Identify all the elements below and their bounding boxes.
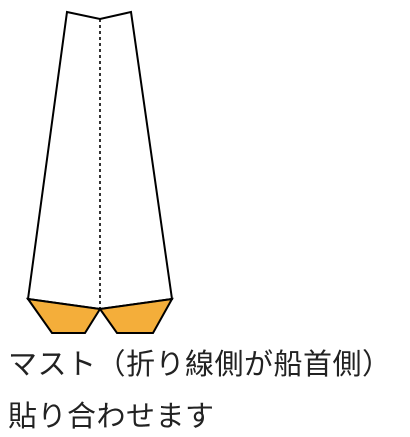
caption-line-2: 貼り合わせます [8,399,215,433]
base-fold-line-right [99,298,173,310]
base-fold-line-left [27,298,101,310]
caption-line-1: マスト（折り線側が船首側） [8,347,392,381]
